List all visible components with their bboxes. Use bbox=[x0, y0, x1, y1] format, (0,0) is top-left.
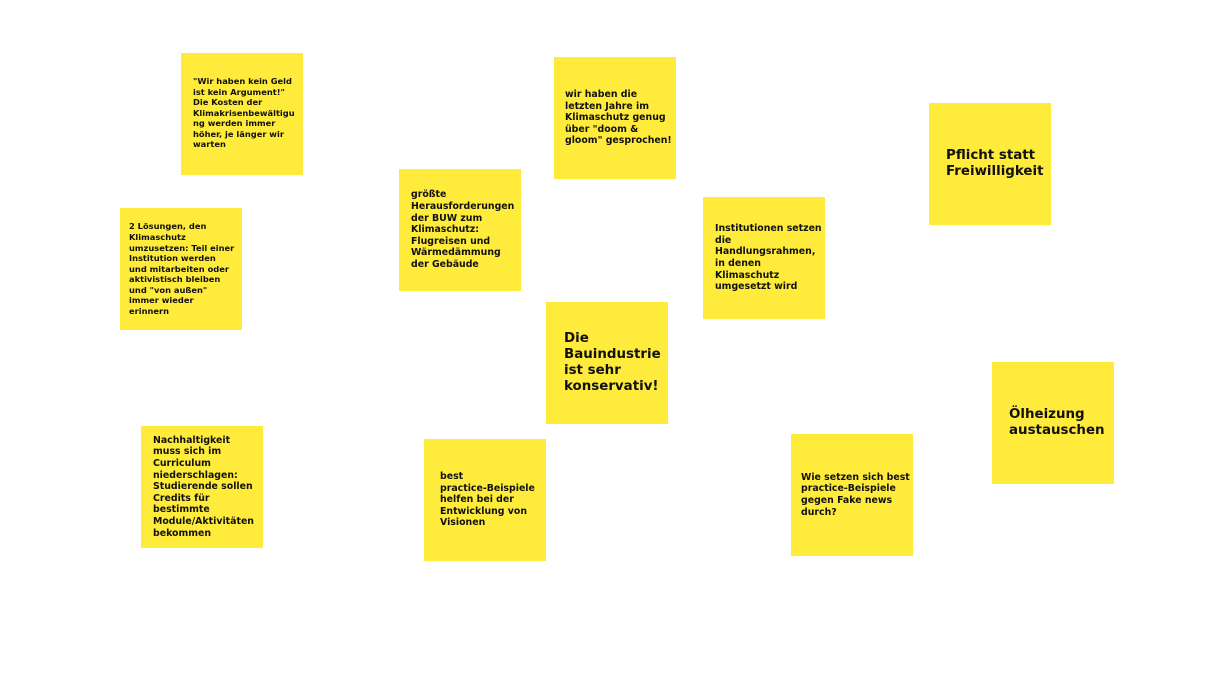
sticky-note-oelheizung[interactable]: Ölheizung austauschen bbox=[992, 362, 1114, 484]
sticky-note-text: best practice-Beispiele helfen bei der E… bbox=[440, 471, 535, 529]
sticky-note-curriculum[interactable]: Nachhaltigkeit muss sich im Curriculum n… bbox=[141, 426, 263, 548]
sticky-note-kein-geld[interactable]: "Wir haben kein Geld ist kein Argument!"… bbox=[181, 53, 303, 175]
sticky-note-institutionen[interactable]: Institutionen setzen die Handlungsrahmen… bbox=[703, 197, 825, 319]
sticky-note-bauindustrie[interactable]: Die Bauindustrie ist sehr konservativ! bbox=[546, 302, 668, 424]
sticky-note-text: größte Herausforderungen der BUW zum Kli… bbox=[411, 189, 515, 270]
sticky-note-text: 2 Lösungen, den Klimaschutz umzusetzen: … bbox=[129, 221, 235, 317]
sticky-note-text: Institutionen setzen die Handlungsrahmen… bbox=[715, 223, 822, 293]
sticky-note-text: Ölheizung austauschen bbox=[1009, 407, 1105, 438]
sticky-note-text: Pflicht statt Freiwilligkeit bbox=[946, 148, 1044, 179]
sticky-note-text: wir haben die letzten Jahre im Klimaschu… bbox=[565, 89, 672, 147]
sticky-note-fake-news[interactable]: Wie setzen sich best practice-Beispiele … bbox=[791, 434, 913, 556]
sticky-note-text: Wie setzen sich best practice-Beispiele … bbox=[801, 471, 910, 518]
sticky-note-text: Nachhaltigkeit muss sich im Curriculum n… bbox=[153, 434, 254, 539]
sticky-note-text: "Wir haben kein Geld ist kein Argument!"… bbox=[193, 75, 295, 150]
sticky-note-text: Die Bauindustrie ist sehr konservativ! bbox=[564, 331, 661, 394]
sticky-note-herausforderungen[interactable]: größte Herausforderungen der BUW zum Kli… bbox=[399, 169, 521, 291]
sticky-note-pflicht[interactable]: Pflicht statt Freiwilligkeit bbox=[929, 103, 1051, 225]
sticky-note-zwei-loesungen[interactable]: 2 Lösungen, den Klimaschutz umzusetzen: … bbox=[120, 208, 242, 330]
sticky-note-best-practice-visionen[interactable]: best practice-Beispiele helfen bei der E… bbox=[424, 439, 546, 561]
sticky-note-doom-gloom[interactable]: wir haben die letzten Jahre im Klimaschu… bbox=[554, 57, 676, 179]
